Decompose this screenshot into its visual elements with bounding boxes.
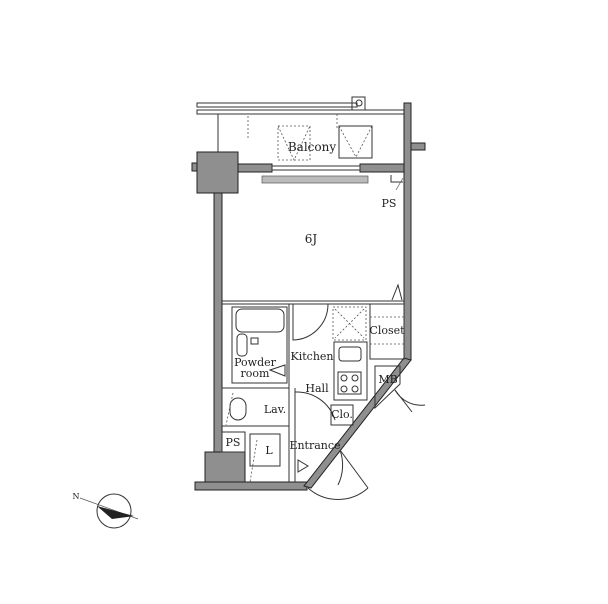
label-closet: Closet	[369, 324, 405, 337]
entrance-door[interactable]	[337, 449, 344, 486]
compass-north-label: N	[73, 492, 80, 501]
label-balcony: Balcony	[288, 140, 336, 154]
label-main-room: 6J	[305, 232, 318, 246]
label-kitchen: Kitchen	[291, 350, 334, 363]
label-mb: MB	[378, 373, 397, 386]
stove-icon	[337, 371, 362, 395]
walls	[191, 102, 426, 491]
label-powder-room-2: room	[241, 367, 271, 380]
sink-icon	[338, 346, 362, 362]
ps-shaft-bottom	[221, 431, 246, 453]
label-clo: Clo.	[331, 408, 353, 421]
bathroom	[231, 303, 329, 388]
label-l: L	[265, 444, 273, 457]
label-ps-top: PS	[382, 197, 397, 210]
mb-door[interactable]	[394, 389, 426, 406]
aircon-unit-icon	[277, 125, 373, 161]
closet	[369, 303, 405, 360]
kitchen-counter	[332, 306, 368, 401]
ps-shaft-top	[390, 175, 403, 183]
label-powder-room-1: Powder	[234, 356, 277, 369]
label-ps-bottom: PS	[226, 436, 241, 449]
label-entrance: Entrance	[289, 439, 340, 452]
curtain-rail	[261, 175, 369, 184]
label-lav: Lav.	[264, 403, 286, 416]
hall-door[interactable]	[294, 391, 336, 421]
laundry-space	[249, 433, 281, 467]
mb-shaft	[374, 365, 401, 410]
lavatory	[221, 387, 296, 482]
compass-icon: N	[73, 492, 139, 529]
label-hall: Hall	[305, 382, 329, 395]
